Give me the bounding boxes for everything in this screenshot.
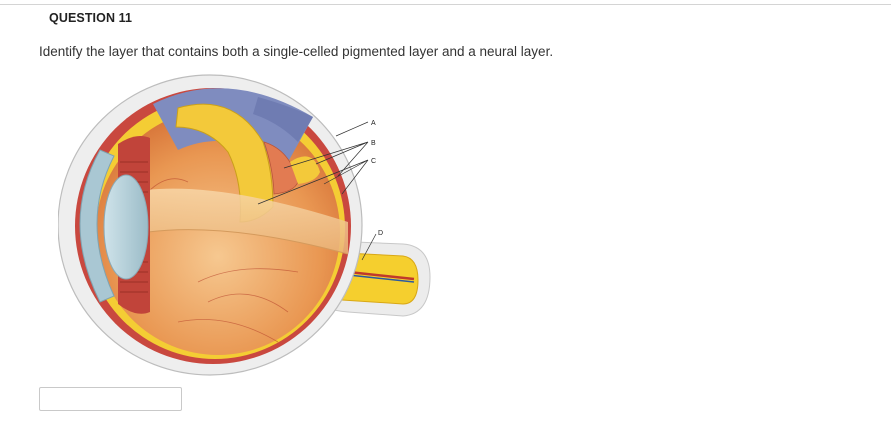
label-b: B bbox=[371, 140, 376, 147]
question-header: QUESTION 11 bbox=[49, 11, 133, 25]
label-d: D bbox=[378, 230, 383, 237]
label-a: A bbox=[371, 120, 376, 127]
cut-plane bbox=[146, 188, 348, 254]
eye-diagram: A B C D bbox=[58, 74, 431, 376]
cornea bbox=[79, 149, 115, 303]
question-text: Identify the layer that contains both a … bbox=[39, 44, 554, 59]
answer-input[interactable] bbox=[39, 387, 182, 411]
lens bbox=[103, 174, 149, 280]
leader-line-c bbox=[257, 159, 369, 205]
top-divider bbox=[0, 4, 891, 5]
label-c: C bbox=[371, 158, 376, 165]
leader-line-a bbox=[335, 121, 369, 137]
leader-line-d bbox=[361, 233, 377, 261]
